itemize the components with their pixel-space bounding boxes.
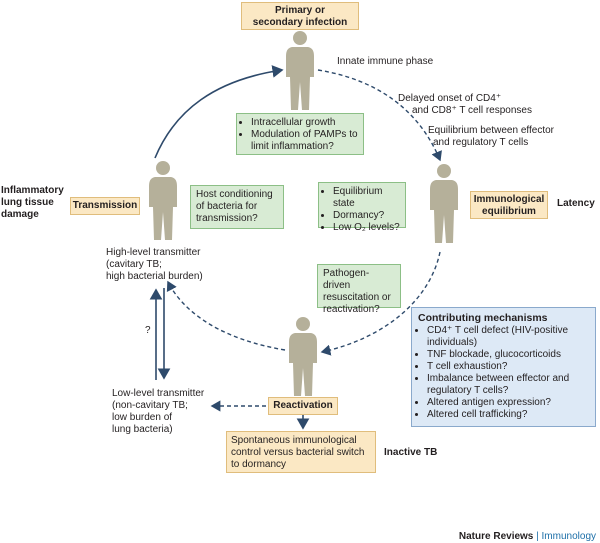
- low-transmitter-line2: (non-cavitary TB;: [112, 400, 188, 411]
- person-equilibrium-figure: [430, 164, 458, 243]
- arrow-equilibrium-to-reactivation: [320, 251, 441, 356]
- arrow-infection-to-equilibrium: [317, 69, 442, 162]
- infection-label-box: Primary or secondary infection: [241, 2, 359, 30]
- inflammatory-damage-line2: lung tissue: [1, 197, 54, 208]
- immunological-line2: equilibrium: [482, 206, 536, 217]
- equilibrium-phase-line2: and regulatory T cells: [433, 137, 529, 148]
- note-item: Low O₂ levels?: [333, 222, 400, 234]
- pathogen-driven-note: Pathogen-driven resuscitation or reactiv…: [317, 264, 401, 315]
- delayed-onset-line2: and CD8⁺ T cell responses: [412, 105, 532, 116]
- innate-phase-text: Innate immune phase: [337, 56, 434, 67]
- high-transmitter-line2: (cavitary TB;: [106, 259, 162, 270]
- mechanism-item: T cell exhaustion?: [427, 361, 589, 373]
- spontaneous-line3: to dormancy: [231, 459, 287, 470]
- high-transmitter-line1: High-level transmitter: [106, 247, 201, 258]
- mechanism-item: TNF blockade, glucocorticoids: [427, 349, 589, 361]
- person-transmission-figure: [149, 161, 177, 240]
- spontaneous-line1: Spontaneous immunological: [231, 435, 357, 446]
- inflammatory-damage-line1: Inflammatory: [1, 185, 64, 196]
- low-transmitter-line1: Low-level transmitter: [112, 388, 205, 399]
- mechanism-item: Imbalance between effector and regulator…: [427, 373, 589, 397]
- host-conditioning-note: Host conditioning of bacteria for transm…: [190, 185, 284, 229]
- note-item: Modulation of PAMPs to limit inflammatio…: [251, 129, 358, 153]
- inactive-tb-label: Inactive TB: [384, 447, 438, 458]
- intracellular-growth-note: Intracellular growth Modulation of PAMPs…: [236, 113, 364, 155]
- reactivation-box: Reactivation: [268, 397, 338, 415]
- transmission-box: Transmission: [70, 197, 140, 215]
- delayed-onset-line1: Delayed onset of CD4⁺: [398, 93, 502, 104]
- high-transmitter-line3: high bacterial burden): [106, 271, 203, 282]
- infection-label-line1: Primary or: [274, 5, 326, 16]
- contributing-title: Contributing mechanisms: [418, 312, 548, 324]
- immunological-line1: Immunological: [473, 194, 545, 205]
- note-item: Dormancy?: [333, 210, 400, 222]
- equilibrium-phase-line1: Equilibrium between effector: [428, 125, 554, 136]
- journal-credit: Nature Reviews | Immunology: [459, 519, 596, 543]
- arrow-reactivation-to-high: [166, 280, 286, 351]
- mechanism-item: Altered antigen expression?: [427, 397, 589, 409]
- credit-separator: |: [533, 531, 542, 542]
- equilibrium-state-note: Equilibrium state Dormancy? Low O₂ level…: [318, 182, 406, 233]
- latency-label: Latency: [557, 198, 595, 209]
- low-transmitter-line4: lung bacteria): [112, 424, 173, 435]
- question-mark: ?: [145, 325, 151, 336]
- person-reactivation-figure: [289, 317, 317, 396]
- mechanism-item: CD4⁺ T cell defect (HIV-positive individ…: [427, 325, 589, 349]
- contributing-mechanisms-box: Contributing mechanisms CD4⁺ T cell defe…: [411, 307, 596, 427]
- low-transmitter-line3: low burden of: [112, 412, 173, 423]
- inflammatory-damage-line3: damage: [1, 209, 39, 220]
- spontaneous-control-box: Spontaneous immunological control versus…: [226, 431, 376, 473]
- immunological-equilibrium-box: Immunological equilibrium: [470, 191, 548, 219]
- note-item: Equilibrium state: [333, 186, 400, 210]
- spontaneous-line2: control versus bacterial switch: [231, 447, 365, 458]
- note-item: Intracellular growth: [251, 117, 358, 129]
- arrow-transmission-to-infection: [154, 65, 284, 159]
- person-infection-figure: [286, 31, 314, 110]
- mechanism-item: Altered cell trafficking?: [427, 409, 589, 421]
- journal-section: Immunology: [541, 531, 596, 542]
- journal-name: Nature Reviews: [458, 531, 534, 542]
- infection-label-line2: secondary infection: [252, 17, 348, 28]
